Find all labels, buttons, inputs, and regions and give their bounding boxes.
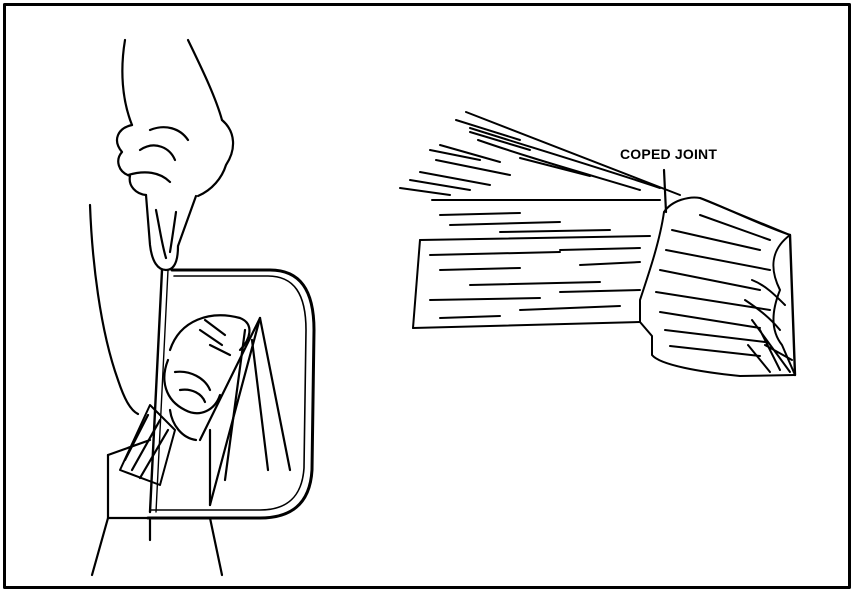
coped-joint-label: COPED JOINT bbox=[620, 146, 717, 162]
saw-handle bbox=[146, 195, 196, 270]
miter-box bbox=[108, 455, 148, 518]
gripping-hand bbox=[117, 125, 146, 195]
coped-joint-illustration bbox=[400, 112, 795, 376]
coped-end-piece bbox=[640, 212, 664, 322]
coping-saw-illustration bbox=[90, 40, 314, 575]
figure-border bbox=[5, 5, 850, 588]
callout-leader bbox=[664, 170, 666, 212]
sawhorse-leg bbox=[92, 518, 108, 575]
saw-blade bbox=[150, 270, 162, 512]
saw-frame bbox=[148, 270, 314, 518]
